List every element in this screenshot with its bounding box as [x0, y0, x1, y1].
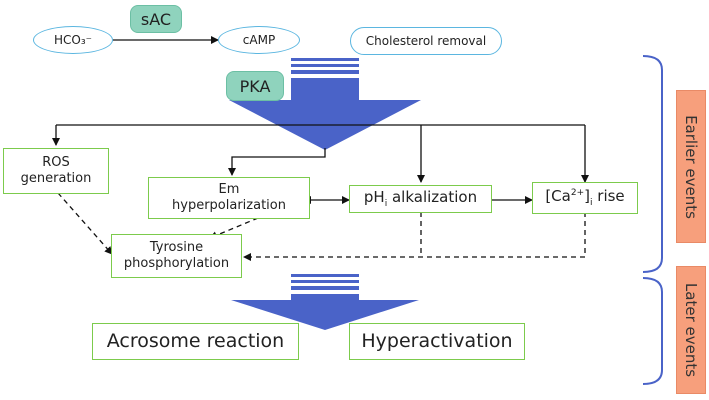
sac-node: sAC: [130, 5, 182, 33]
ph-main: pH: [363, 188, 385, 207]
ph-sub: i: [384, 199, 388, 210]
acrosome-reaction-box: Acrosome reaction: [92, 323, 299, 360]
tyr-line1: Tyrosine: [149, 240, 204, 256]
later-bracket: [642, 277, 663, 385]
sac-label: sAC: [140, 9, 172, 29]
ca-open: [Ca: [545, 187, 571, 206]
ca-label: [Ca2+]i rise: [545, 187, 624, 209]
tyrosine-phosphorylation-box: Tyrosine phosphorylation: [111, 234, 242, 278]
dashed-arrows: [57, 192, 586, 261]
earlier-events-label-box: Earlier events: [676, 90, 706, 243]
ros-line2: generation: [20, 171, 92, 186]
hyperactivation-label: Hyperactivation: [361, 330, 513, 353]
ca-rise-box: [Ca2+]i rise: [532, 182, 638, 214]
camp-label: cAMP: [242, 33, 276, 47]
pka-node: PKA: [226, 71, 284, 101]
ph-label: pHi alkalization: [364, 188, 477, 210]
ca-close: ]: [584, 187, 590, 206]
ph-alkalization-box: pHi alkalization: [349, 185, 492, 213]
later-events-label: Later events: [682, 282, 701, 378]
pka-big-arrow: [229, 58, 421, 150]
acrosome-label: Acrosome reaction: [106, 330, 285, 353]
hco3-label: HCO₃⁻: [54, 33, 92, 47]
arrow-to-em: [228, 148, 326, 176]
branch-lines: [52, 124, 589, 183]
hco3-node: HCO₃⁻: [33, 26, 113, 54]
ca-sub: i: [590, 198, 593, 209]
ca-sup: 2+: [570, 188, 585, 199]
cholesterol-removal-node: Cholesterol removal: [350, 27, 502, 55]
later-events-label-box: Later events: [676, 266, 706, 394]
em-line2: hyperpolarization: [172, 198, 286, 213]
ph-rest: alkalization: [387, 188, 478, 207]
earlier-events-label: Earlier events: [682, 114, 700, 219]
hyperactivation-box: Hyperactivation: [349, 323, 525, 360]
ca-rest: rise: [592, 187, 625, 206]
earlier-bracket: [642, 55, 663, 273]
tyr-line2: phosphorylation: [123, 256, 230, 271]
ros-generation-box: ROS generation: [3, 148, 109, 194]
camp-node: cAMP: [218, 26, 300, 54]
pka-label: PKA: [239, 76, 271, 96]
ros-line1: ROS: [42, 155, 70, 171]
cholesterol-removal-label: Cholesterol removal: [365, 34, 487, 48]
ca-to-tyr-dashed: [243, 212, 586, 261]
em-line1: Em: [218, 182, 240, 198]
later-big-arrow: [231, 274, 419, 330]
em-hyperpolarization-box: Em hyperpolarization: [148, 177, 310, 219]
ros-to-tyr-dashed: [57, 192, 113, 255]
